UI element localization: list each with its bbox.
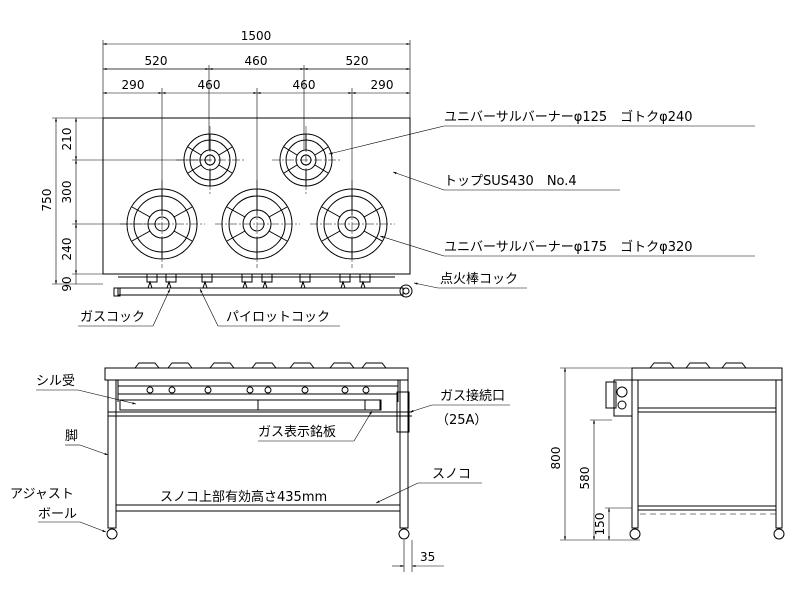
plan-view: 1500 520 460 520 290 460 460 290 750 210… bbox=[40, 29, 413, 298]
dim-height-800: 800 bbox=[549, 447, 563, 470]
side-front-leg bbox=[631, 379, 639, 529]
right-leg bbox=[399, 379, 409, 529]
small-burner-right bbox=[279, 133, 333, 187]
label-large-burner: ユニバーサルバーナーφ175 ゴトクφ320 bbox=[444, 239, 693, 255]
side-rear-leg bbox=[775, 379, 783, 529]
plan-callouts: ユニバーサルバーナーφ125 ゴトクφ240 トップSUS430 No.4 ユニ… bbox=[78, 109, 755, 327]
dim-depth-300: 300 bbox=[60, 181, 74, 204]
shelf bbox=[115, 504, 401, 512]
left-foot bbox=[106, 528, 118, 540]
large-burner-left bbox=[126, 188, 198, 260]
gas-plate bbox=[364, 399, 382, 411]
side-gas-inlet bbox=[605, 381, 617, 409]
left-leg bbox=[107, 379, 117, 529]
front-view: 35 bbox=[104, 362, 444, 572]
label-leg: 脚 bbox=[65, 428, 78, 444]
dim-bottom-mid1: 460 bbox=[198, 78, 221, 92]
label-top-plate: トップSUS430 No.4 bbox=[444, 174, 577, 189]
dim-height-150: 150 bbox=[593, 513, 607, 536]
top-plate-outline bbox=[102, 117, 411, 275]
front-callouts: シル受 脚 アジャスト ボール ガス表示銘板 ガス接続口 （25A） スノコ ス… bbox=[10, 374, 510, 533]
label-gas-cock: ガスコック bbox=[80, 310, 145, 325]
label-gas-inlet: ガス接続口 bbox=[440, 388, 505, 404]
gas-inlet-pipe bbox=[396, 391, 410, 433]
label-ignition-cock: 点火棒コック bbox=[440, 272, 518, 287]
drip-tray bbox=[119, 399, 381, 411]
label-drip-tray: シル受 bbox=[36, 374, 75, 389]
side-view: 800 580 150 bbox=[549, 362, 785, 541]
dim-bottom-left: 290 bbox=[122, 78, 145, 92]
dim-bottom-right: 290 bbox=[371, 78, 394, 92]
dim-leg-offset: 35 bbox=[420, 550, 435, 564]
gas-manifold bbox=[117, 287, 404, 296]
label-pilot-cock: パイロットコック bbox=[226, 310, 330, 325]
dim-center-pitch: 460 bbox=[245, 54, 268, 68]
label-shelf-clearance: スノコ上部有効高さ435mm bbox=[160, 489, 327, 505]
large-burner-center bbox=[221, 188, 293, 260]
label-gas-inlet-size: （25A） bbox=[436, 413, 487, 428]
small-burner-left bbox=[183, 133, 237, 187]
gas-cocks bbox=[118, 273, 395, 289]
label-gas-plate: ガス表示銘板 bbox=[258, 425, 336, 440]
label-shelf: スノコ bbox=[432, 467, 471, 482]
dim-depth-210: 210 bbox=[60, 128, 74, 151]
dim-overall-depth: 750 bbox=[40, 189, 54, 212]
right-foot bbox=[398, 528, 410, 540]
dim-left-pitch: 520 bbox=[145, 54, 168, 68]
dim-bottom-mid2: 460 bbox=[293, 78, 316, 92]
ignition-cock-symbol bbox=[399, 284, 413, 298]
dim-overall-width: 1500 bbox=[241, 29, 272, 43]
dim-right-pitch: 520 bbox=[346, 54, 369, 68]
label-small-burner: ユニバーサルバーナーφ125 ゴトクφ240 bbox=[444, 109, 693, 125]
label-adjust-ball-2: ボール bbox=[38, 507, 77, 522]
dim-height-580: 580 bbox=[578, 467, 592, 490]
dim-depth-240: 240 bbox=[60, 238, 74, 261]
label-adjust-ball-1: アジャスト bbox=[10, 487, 74, 502]
dim-depth-90: 90 bbox=[60, 276, 74, 291]
large-burner-right bbox=[316, 188, 388, 260]
